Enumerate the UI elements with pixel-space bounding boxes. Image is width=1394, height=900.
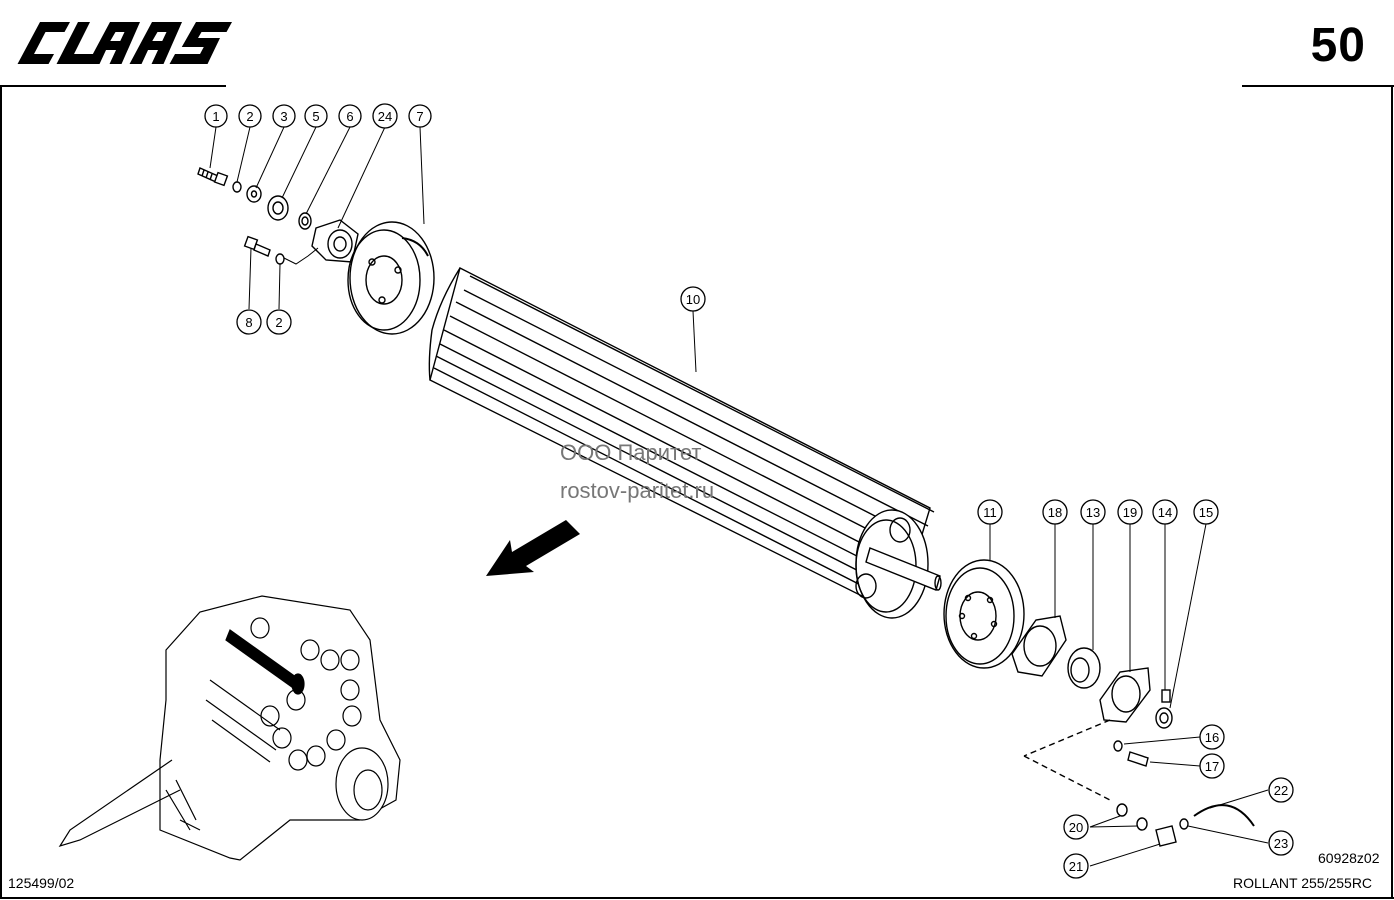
document-code: 125499/02 [8, 875, 75, 891]
cap-part [1155, 825, 1177, 847]
bolt-part [1127, 751, 1149, 767]
callout-label: 22 [1274, 783, 1288, 798]
callout-label: 1 [212, 109, 219, 124]
callout-label: 14 [1158, 505, 1172, 520]
bolt-part [243, 235, 271, 257]
claas-logo [17, 22, 233, 64]
callout-label: 20 [1069, 820, 1083, 835]
end-disc-part [347, 221, 435, 335]
nipple-part [1161, 689, 1171, 703]
callout-label: 13 [1086, 505, 1100, 520]
flange-disc-part [943, 559, 1025, 669]
page-number: 50 [1310, 19, 1366, 72]
callout-label: 16 [1205, 730, 1219, 745]
callout-label: 2 [246, 109, 253, 124]
bearing-part [1067, 647, 1101, 689]
flange-housing-part [311, 219, 359, 263]
callout-label: 19 [1123, 505, 1137, 520]
washer-part [246, 185, 262, 203]
callout-label: 7 [416, 109, 423, 124]
callout-label: 3 [280, 109, 287, 124]
washer-part [1113, 740, 1123, 752]
callout-label: 21 [1069, 859, 1083, 874]
bearing-housing-part [1099, 667, 1151, 723]
callout-label: 24 [378, 109, 392, 124]
callout-label: 18 [1048, 505, 1062, 520]
washer-part [1116, 803, 1128, 817]
callout-label: 5 [312, 109, 319, 124]
bolt-part [197, 167, 229, 187]
callout-label: 17 [1205, 759, 1219, 774]
bearing-part [267, 195, 289, 221]
callout-label: 2 [275, 315, 282, 330]
callout-label: 8 [245, 315, 252, 330]
drawing-code: 60928z02 [1318, 850, 1380, 866]
roller-drum-part [428, 266, 942, 619]
watermark-site: rostov-paritet.ru [560, 478, 715, 503]
seal-plate-part [1011, 615, 1067, 677]
callout-label: 15 [1199, 505, 1213, 520]
model-name: ROLLANT 255/255RC [1233, 875, 1373, 891]
direction-arrow-icon [486, 520, 580, 576]
callout-label: 6 [346, 109, 353, 124]
ring-part [1155, 707, 1173, 729]
callout-label: 11 [983, 505, 997, 520]
grease-hose-part [1193, 804, 1255, 827]
ring-part [298, 212, 312, 230]
callout-label: 23 [1274, 836, 1288, 851]
watermark-company: ООО Паритет [560, 440, 702, 465]
baler-machine-thumbnail [58, 595, 401, 861]
callout-label: 10 [686, 292, 700, 307]
